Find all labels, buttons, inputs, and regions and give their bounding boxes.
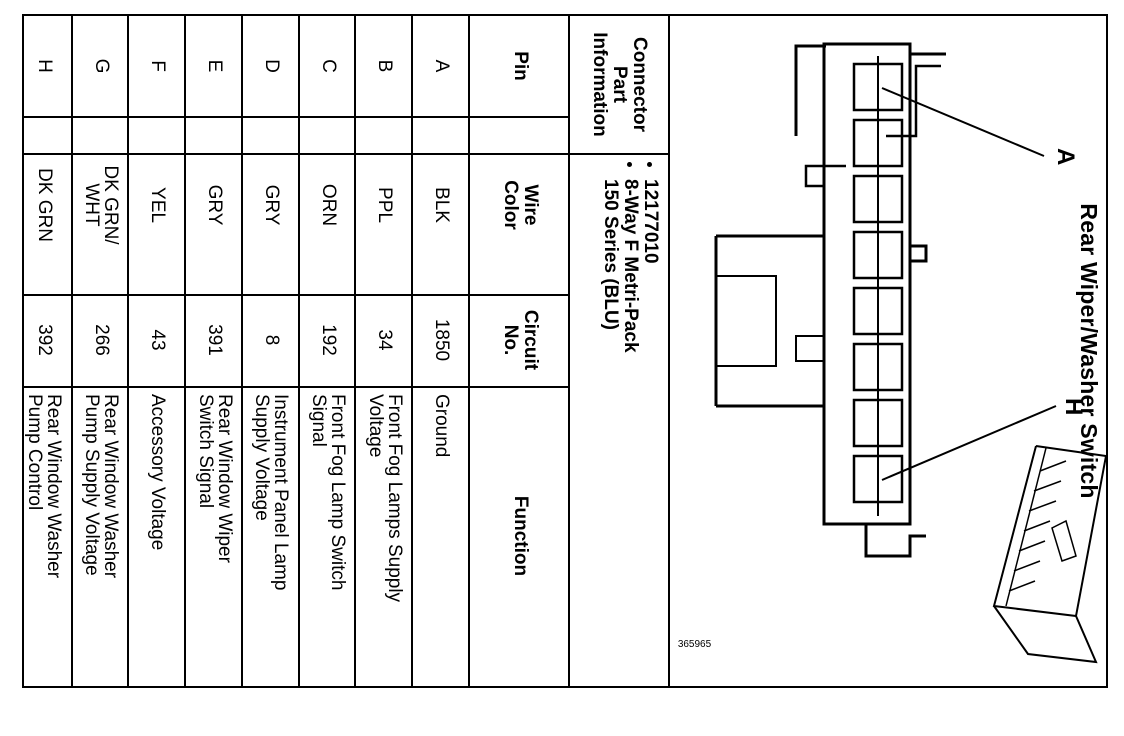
cell-function-text: Instrument Panel Lamp	[270, 394, 292, 591]
cell-color-text: DK GRN	[33, 168, 55, 242]
connector-description-line2: 150 Series (BLU)	[600, 179, 621, 331]
cell-circuit-text: 192	[317, 324, 339, 356]
cell-pin: F	[130, 16, 187, 116]
cell-color-text-line2: WHT	[81, 183, 103, 227]
cell-pin-text: A	[431, 59, 453, 73]
cell-function-text-line2: Switch Signal	[194, 394, 216, 509]
connector-description-line1: 8-Way F Metri-Pack	[620, 179, 641, 353]
cell-function-text: Rear Window Washer	[43, 394, 65, 579]
cell-function-text: Front Fog Lamp Switch	[327, 394, 349, 591]
cell-color-text: PPL	[374, 187, 396, 223]
cell-pin: E	[186, 16, 243, 116]
cell-color: GRY	[186, 116, 243, 294]
connector-sheet: Rear Wiper/Washer Switch	[24, 16, 1106, 686]
cell-circuit: 34	[357, 294, 414, 386]
cell-function-text-line2: Signal	[308, 394, 330, 447]
header-function-text: Function	[510, 495, 531, 577]
header-wire-color-line2: Color	[500, 180, 521, 230]
cell-color-text: DK GRN/	[100, 165, 122, 245]
cell-circuit-text: 391	[204, 324, 226, 356]
cell-pin-text: D	[260, 59, 282, 73]
cell-pin: H	[24, 16, 73, 116]
cell-function-text: Accessory Voltage	[147, 394, 169, 551]
cell-pin: G	[73, 16, 130, 116]
cell-circuit-text: 8	[260, 334, 282, 346]
cell-function-text-line2: Voltage	[364, 394, 386, 458]
divider	[570, 153, 670, 155]
cell-color: DK GRN	[24, 116, 73, 294]
cell-color-text: GRY	[260, 184, 282, 226]
cell-circuit: 1850	[413, 294, 470, 386]
header-pin-text: Pin	[510, 51, 531, 81]
cell-pin-text: G	[90, 58, 112, 74]
cell-pin: C	[300, 16, 357, 116]
cell-circuit: 8	[243, 294, 300, 386]
cell-color: YEL	[130, 116, 187, 294]
cell-color-text: GRY	[204, 184, 226, 226]
figure-id: 365965	[677, 639, 712, 651]
header-wire-color-line1: Wire	[520, 184, 541, 226]
cell-pin-text: H	[33, 59, 55, 73]
cell-function-text: Ground	[431, 394, 453, 458]
cell-circuit-text: 1850	[431, 318, 453, 362]
cell-function-text: Rear Window Washer	[100, 394, 122, 579]
cell-pin: D	[243, 16, 300, 116]
cell-color: ORN	[300, 116, 357, 294]
cell-color-text: ORN	[317, 183, 339, 227]
cell-circuit: 392	[24, 294, 73, 386]
cell-color-text: YEL	[147, 187, 169, 223]
header-circuit-line2: No.	[500, 324, 521, 356]
cell-function-text-line2: Pump Supply Voltage	[81, 394, 103, 576]
connector-info-label: Connector Part Information	[572, 16, 666, 153]
cell-color: PPL	[357, 116, 414, 294]
connector-part-number: 12177010	[640, 179, 661, 677]
cell-circuit: 391	[186, 294, 243, 386]
cell-color: GRY	[243, 116, 300, 294]
cell-pin-text: F	[147, 60, 169, 72]
connector-description: 8-Way F Metri-Pack 150 Series (BLU)	[600, 179, 641, 677]
divider	[668, 16, 670, 686]
connector-drawing: A H	[714, 42, 1106, 664]
connector-info-values: 12177010 8-Way F Metri-Pack 150 Series (…	[600, 157, 661, 677]
cell-circuit-text: 266	[90, 324, 112, 356]
cell-pin-text: E	[204, 59, 226, 73]
divider	[568, 116, 570, 686]
cell-function: Ground	[413, 386, 470, 686]
header-wire-color: Wire Color	[474, 116, 566, 294]
header-pin: Pin	[474, 16, 566, 116]
connector-sheet-frame: Rear Wiper/Washer Switch	[22, 14, 1108, 688]
divider	[568, 16, 570, 116]
cell-color: DK GRN/WHT	[73, 116, 130, 294]
cell-color-text: BLK	[431, 187, 453, 223]
cell-circuit: 43	[130, 294, 187, 386]
header-circuit-line1: Circuit	[520, 309, 541, 371]
connector-info-label-line1: Connector Part	[609, 37, 650, 132]
cell-pin-text: B	[374, 59, 396, 73]
cell-circuit-text: 34	[374, 329, 396, 351]
cell-function-text: Rear Window Wiper	[213, 394, 235, 563]
header-circuit: Circuit No.	[474, 294, 566, 386]
header-function: Function	[474, 386, 566, 686]
cell-function-text-line2: Supply Voltage	[251, 394, 273, 521]
cell-circuit: 192	[300, 294, 357, 386]
callout-h-label: H	[1060, 398, 1087, 415]
cell-function: Accessory Voltage	[130, 386, 187, 686]
cell-color: BLK	[413, 116, 470, 294]
cell-circuit: 266	[73, 294, 130, 386]
cell-pin-text: C	[317, 59, 339, 73]
cell-circuit-text: 392	[33, 324, 55, 356]
cell-pin: B	[357, 16, 414, 116]
cell-function-text: Front Fog Lamps Supply	[383, 394, 405, 603]
connector-info-label-line2: Information	[589, 32, 610, 137]
cell-function-text-line2: Pump Control	[24, 394, 46, 511]
callout-a-label: A	[1052, 148, 1079, 165]
cell-circuit-text: 43	[147, 329, 169, 351]
cell-pin: A	[413, 16, 470, 116]
